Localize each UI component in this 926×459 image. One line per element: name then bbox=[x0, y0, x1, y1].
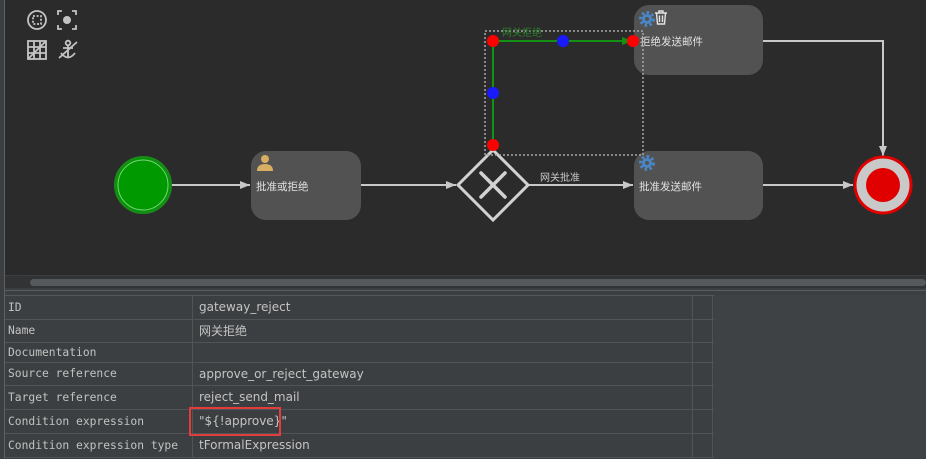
flow-midpoint-handle[interactable] bbox=[487, 87, 499, 99]
user-task-label: 批准或拒绝 bbox=[256, 180, 309, 193]
grid-toggle-icon[interactable] bbox=[27, 40, 47, 60]
end-event[interactable] bbox=[853, 155, 913, 215]
selection-rectangle bbox=[484, 30, 644, 156]
trash-icon[interactable] bbox=[655, 10, 667, 25]
reject-send-mail-task[interactable]: 拒绝发送邮件 bbox=[634, 5, 763, 75]
property-label: Target reference bbox=[5, 386, 193, 409]
approve-send-mail-task[interactable]: 批准发送邮件 bbox=[634, 151, 763, 220]
panel-divider[interactable] bbox=[5, 290, 926, 291]
property-label: Condition expression bbox=[5, 410, 193, 433]
property-label: Name bbox=[5, 320, 193, 342]
horizontal-scrollbar[interactable] bbox=[5, 276, 926, 288]
focus-selection-icon[interactable] bbox=[57, 10, 77, 30]
property-value-condition-expression[interactable]: "${!approve}" bbox=[193, 410, 693, 433]
property-row-source-reference: Source reference approve_or_reject_gatew… bbox=[5, 363, 714, 386]
approve-task-label: 批准发送邮件 bbox=[639, 180, 702, 193]
property-extra-cell bbox=[693, 434, 713, 457]
zoom-fit-icon[interactable] bbox=[27, 10, 47, 30]
flow-midpoint-handle[interactable] bbox=[557, 35, 569, 47]
property-value-id[interactable]: gateway_reject bbox=[193, 296, 693, 319]
highlight-box bbox=[189, 407, 281, 436]
properties-empty-area bbox=[714, 295, 926, 458]
property-extra-cell bbox=[693, 343, 713, 362]
flow-endpoint-handle[interactable] bbox=[487, 139, 499, 151]
reject-task-label: 拒绝发送邮件 bbox=[640, 35, 703, 48]
property-extra-cell bbox=[693, 320, 713, 342]
scrollbar-thumb[interactable] bbox=[30, 279, 926, 286]
gear-icon bbox=[639, 11, 655, 27]
user-icon bbox=[257, 155, 273, 171]
gear-icon bbox=[639, 155, 655, 171]
property-extra-cell bbox=[693, 410, 713, 433]
properties-table: ID gateway_reject Name 网关拒绝 Documentatio… bbox=[5, 295, 714, 459]
property-extra-cell bbox=[693, 296, 713, 319]
property-label: ID bbox=[5, 296, 193, 319]
anchor-icon[interactable] bbox=[58, 39, 78, 59]
property-value-name[interactable]: 网关拒绝 bbox=[193, 320, 693, 342]
property-value-target-reference[interactable]: reject_send_mail bbox=[193, 386, 693, 409]
user-task[interactable]: 批准或拒绝 bbox=[251, 151, 361, 220]
property-label: Condition expression type bbox=[5, 434, 193, 457]
property-row-condition-expression: Condition expression "${!approve}" bbox=[5, 410, 714, 434]
bpmn-canvas[interactable]: 网关批准 批准或拒绝 批准发送邮件 bbox=[0, 0, 926, 275]
property-label: Source reference bbox=[5, 363, 193, 385]
property-row-documentation: Documentation bbox=[5, 343, 714, 363]
property-label: Documentation bbox=[5, 343, 193, 362]
property-row-target-reference: Target reference reject_send_mail bbox=[5, 386, 714, 410]
property-value-documentation[interactable] bbox=[193, 343, 693, 362]
property-value-condition-expression-type[interactable]: tFormalExpression bbox=[193, 434, 693, 457]
start-event[interactable] bbox=[114, 156, 172, 214]
property-extra-cell bbox=[693, 363, 713, 385]
flow-reject-task-to-end[interactable] bbox=[763, 40, 887, 156]
flow-bend-handle[interactable] bbox=[487, 35, 499, 47]
canvas-background bbox=[5, 0, 926, 275]
property-value-source-reference[interactable]: approve_or_reject_gateway bbox=[193, 363, 693, 385]
property-row-condition-expression-type: Condition expression type tFormalExpress… bbox=[5, 434, 714, 458]
property-extra-cell bbox=[693, 386, 713, 409]
flow-endpoint-handle[interactable] bbox=[627, 35, 639, 47]
flow-approve-label: 网关批准 bbox=[540, 171, 580, 184]
property-row-name: Name 网关拒绝 bbox=[5, 320, 714, 343]
flow-reject-label: 网关拒绝 bbox=[502, 26, 542, 39]
exclusive-gateway[interactable] bbox=[455, 147, 531, 223]
property-row-id: ID gateway_reject bbox=[5, 296, 714, 320]
panel-left-border bbox=[4, 0, 5, 458]
